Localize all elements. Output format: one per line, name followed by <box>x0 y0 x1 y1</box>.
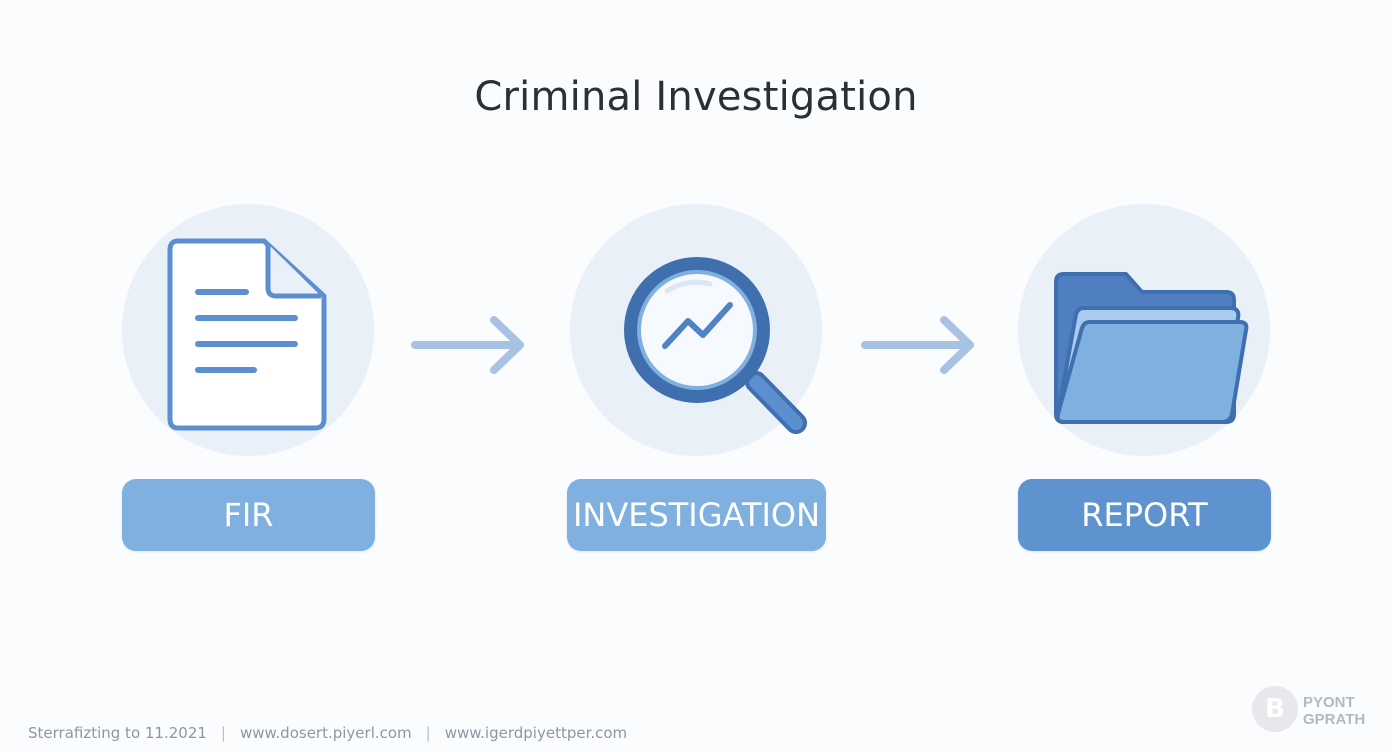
footer: Sterrafizting to 11.2021 | www.dosert.piye… <box>28 724 627 742</box>
footer-link[interactable]: www.dosert.piyerl.com <box>239 724 412 742</box>
step-label-fir: FIR <box>122 479 375 551</box>
document-icon <box>167 238 327 431</box>
brand-name: PYONT GPRATH <box>1303 694 1365 728</box>
step-label-investigation: INVESTIGATION <box>567 479 826 551</box>
arrow-right-icon <box>861 316 974 374</box>
step-report-circle <box>1018 204 1270 456</box>
footer-link[interactable]: www.igerdpiyettper.com <box>444 724 628 742</box>
magnifier-chart-icon <box>624 257 807 434</box>
footer-separator: | <box>425 724 431 742</box>
step-fir-circle <box>122 204 374 456</box>
folder-icon <box>1054 272 1249 424</box>
brand-name-line2: GPRATH <box>1303 711 1366 728</box>
brand-mark-icon: B <box>1252 686 1298 732</box>
footer-separator: | <box>220 724 226 742</box>
step-investigation-circle <box>570 204 822 456</box>
brand-name-line1: PYONT <box>1303 694 1355 711</box>
step-label-report: REPORT <box>1018 479 1271 551</box>
diagram-title: Criminal Investigation <box>474 74 918 120</box>
footer-item: Sterrafizting to 11.2021 <box>28 724 207 742</box>
arrow-right-icon <box>411 316 524 374</box>
brand-logo: B PYONT GPRATH <box>1252 686 1382 736</box>
